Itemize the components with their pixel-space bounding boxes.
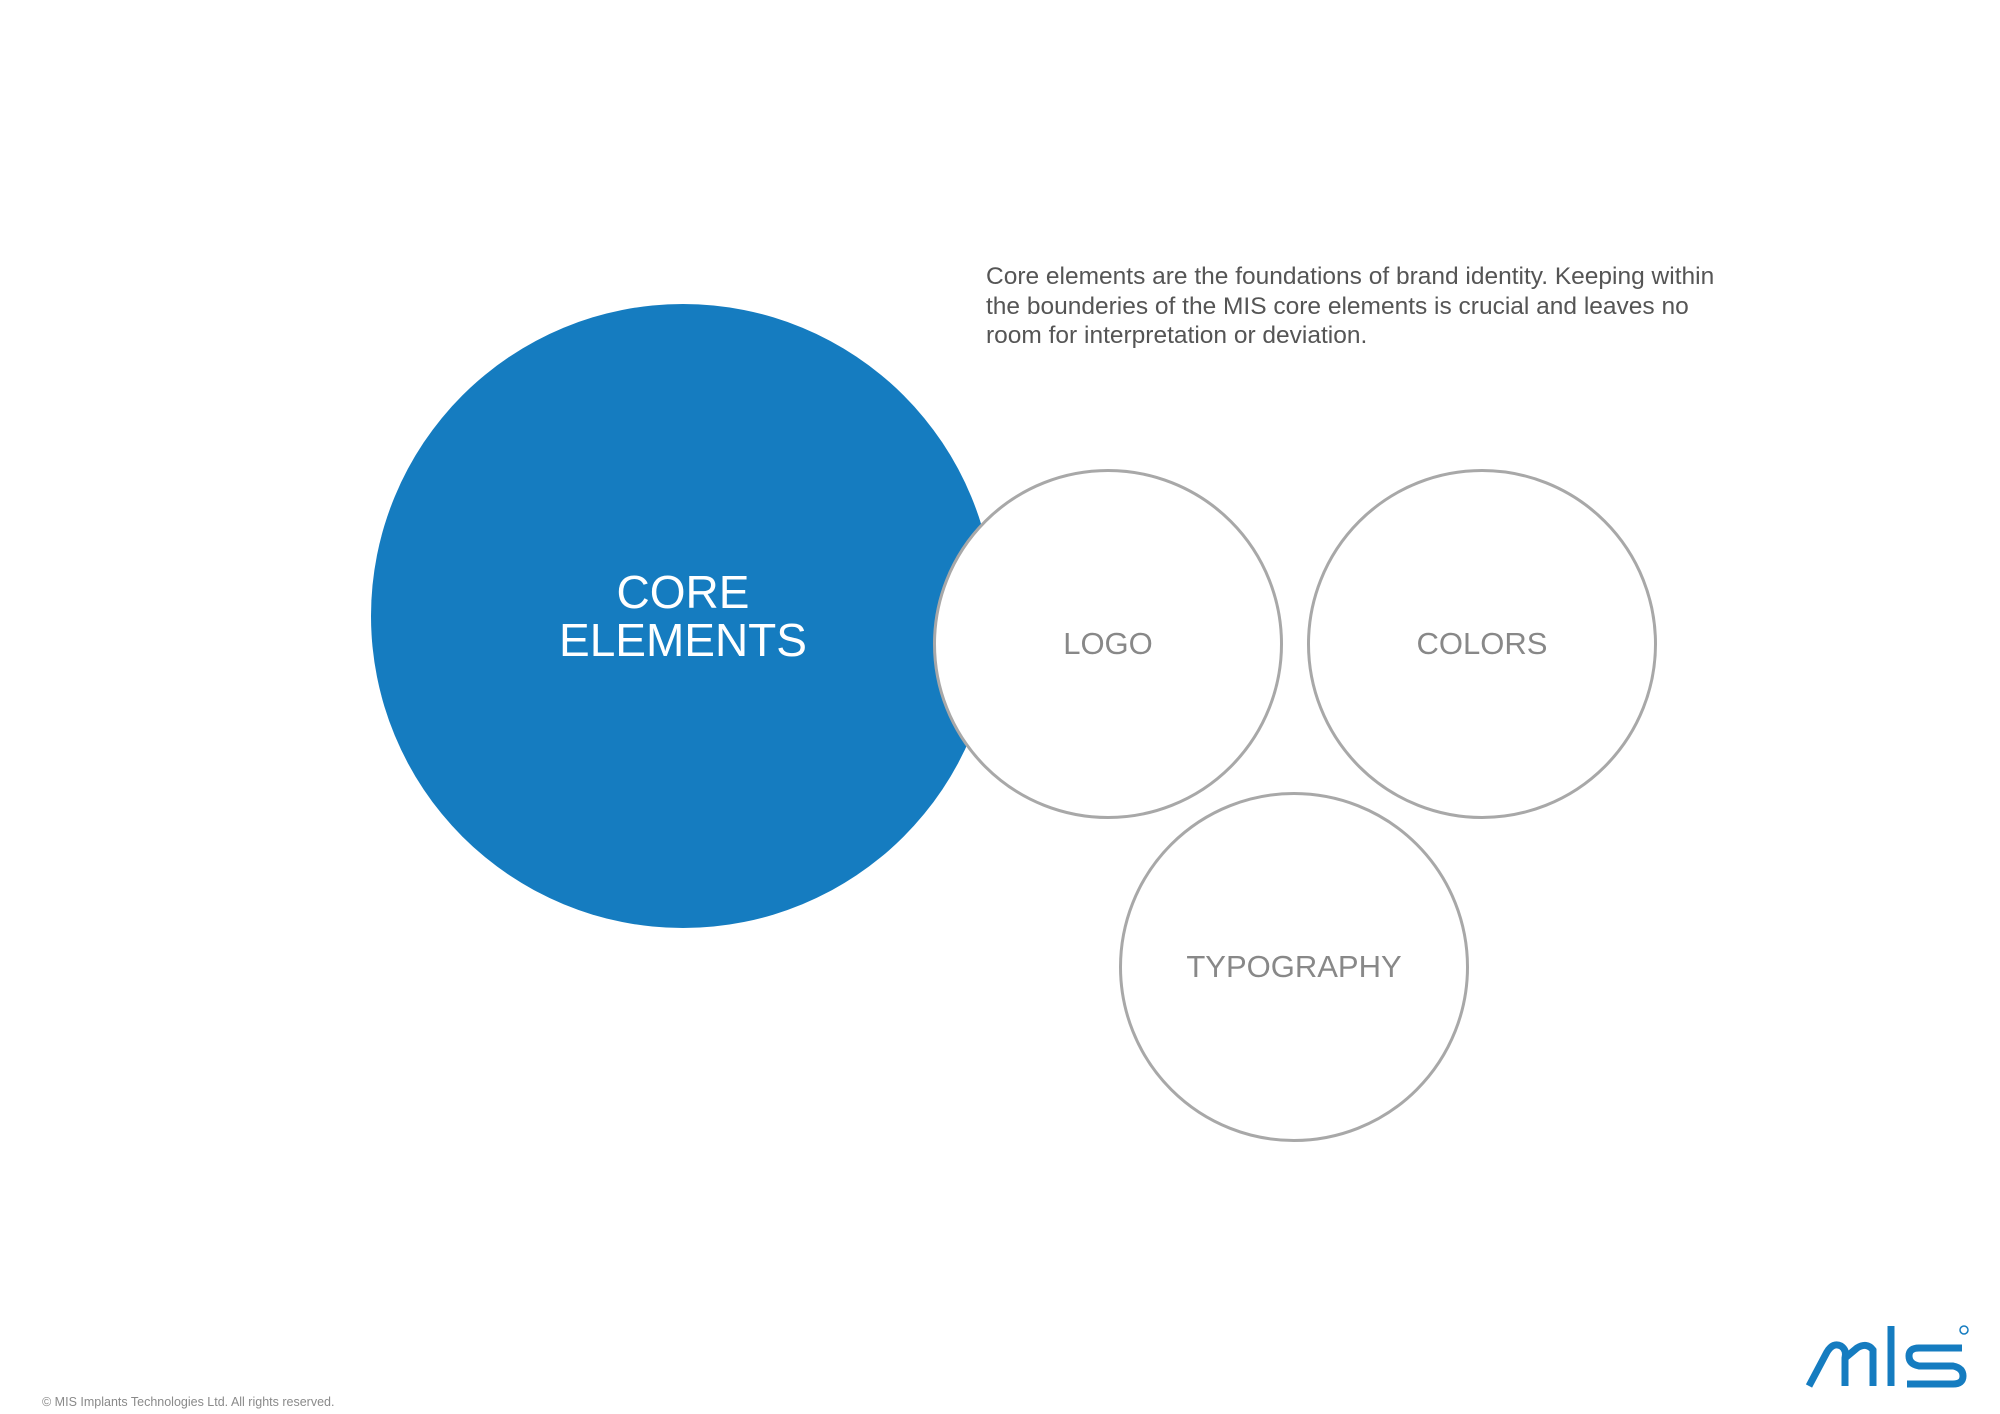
core-elements-circle: CORE ELEMENTS	[371, 304, 995, 928]
logo-label: LOGO	[1063, 626, 1153, 661]
colors-label: COLORS	[1416, 626, 1548, 661]
typography-label: TYPOGRAPHY	[1186, 949, 1402, 984]
core-title-line2: ELEMENTS	[559, 614, 807, 666]
logo-circle: LOGO	[933, 469, 1283, 819]
core-title-line1: CORE	[616, 566, 750, 618]
copyright-footer: © MIS Implants Technologies Ltd. All rig…	[42, 1395, 335, 1409]
typography-circle: TYPOGRAPHY	[1119, 792, 1469, 1142]
intro-paragraph: Core elements are the foundations of bra…	[986, 263, 1715, 349]
mis-logo	[1805, 1325, 1969, 1388]
colors-circle: COLORS	[1307, 469, 1657, 819]
